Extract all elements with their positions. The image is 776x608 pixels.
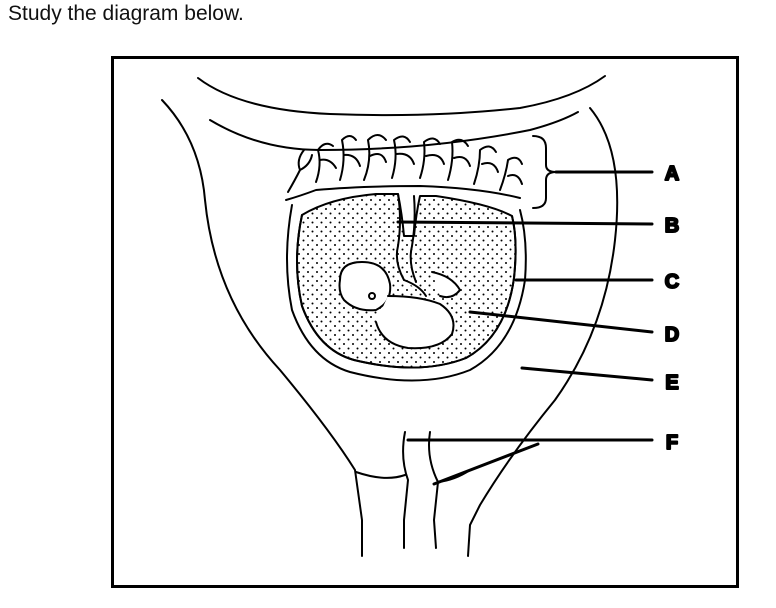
label-e: E	[665, 372, 678, 394]
uterus-outer-wall-left	[161, 99, 363, 557]
fetus	[338, 261, 461, 350]
label-d: D	[665, 324, 679, 346]
diagram-frame	[111, 56, 739, 588]
label-a: A	[665, 163, 679, 185]
umbilical-cord	[395, 193, 417, 283]
cervix-left	[402, 431, 409, 549]
amniotic-sac-inner	[296, 214, 517, 369]
uterus-inner-wall	[209, 111, 579, 151]
label-b: B	[665, 215, 679, 237]
endometrium-villi	[285, 134, 523, 201]
uterus-outer-wall	[197, 75, 619, 557]
leader-lines	[396, 170, 654, 486]
bracket-a	[532, 135, 557, 209]
label-c: C	[665, 271, 679, 293]
label-f: F	[666, 432, 678, 454]
instruction-text: Study the diagram below.	[8, 2, 244, 25]
cervix-right	[428, 431, 439, 549]
